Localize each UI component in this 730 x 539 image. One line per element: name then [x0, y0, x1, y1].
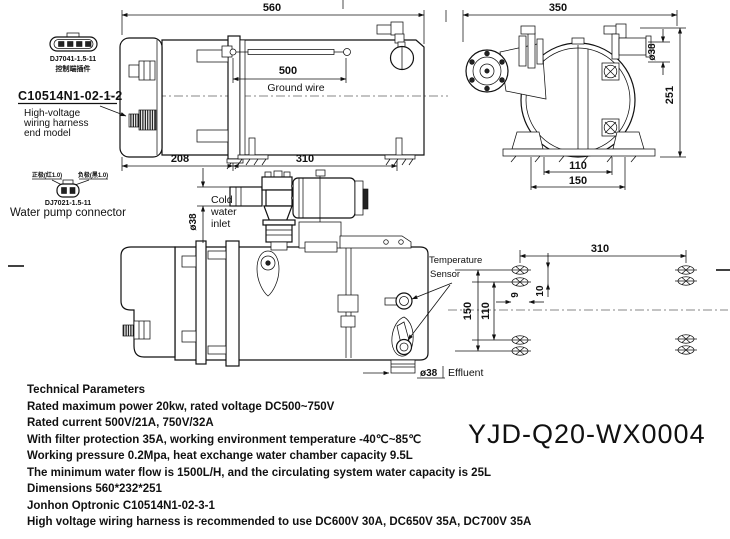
- control-connector-icon: [49, 32, 98, 52]
- pump-connector-part-no: DJ7021-1.5-11: [45, 200, 91, 207]
- connector-annotations: DJ7041-1.5-11 控制端插件 C10514N1-02-1-2 High…: [10, 32, 127, 219]
- dim-251: 251: [664, 86, 676, 104]
- tech-param-line: Rated current 500V/21A, 750V/32A: [27, 417, 214, 429]
- dim-effluent-dia: ø38: [420, 368, 438, 379]
- pump-connector-label: Water pump connector: [10, 207, 126, 219]
- pump-pin-right-label: 负极(黑1.0): [78, 171, 108, 179]
- cold-water-inlet-label-1: Cold: [211, 194, 233, 206]
- tech-param-line: Rated maximum power 20kw, rated voltage …: [27, 400, 335, 413]
- dim-port-dia: ø38: [647, 43, 658, 61]
- dim-500: 500: [279, 65, 297, 77]
- ground-wire-label: Ground wire: [267, 82, 324, 94]
- dim-110-base: 110: [569, 160, 587, 172]
- tech-param-line: Dimensions 560*232*251: [27, 483, 162, 495]
- tech-param-line: Jonhon Optronic C10514N1-02-3-1: [27, 499, 215, 512]
- cold-water-inlet-label-2: water: [210, 206, 237, 218]
- dim-9: 9: [510, 292, 521, 298]
- pump-pin-left-label: 正极(红1.0): [32, 171, 62, 179]
- dim-350: 350: [549, 2, 567, 14]
- dim-110-holes: 110: [480, 302, 492, 320]
- mounting-hole-pattern: 310 150 110 9 10: [8, 243, 730, 356]
- plan-view: Temperature Sensor ø38 Effluent ø38 Cold…: [120, 168, 483, 379]
- effluent-label: Effluent: [448, 367, 483, 379]
- tech-param-line: With filter protection 35A, working envi…: [27, 433, 422, 446]
- tech-param-line: The minimum water flow is 1500L/H, and t…: [27, 466, 491, 479]
- temperature-sensor-label-1: Temperature: [429, 255, 482, 266]
- dim-inlet-dia: ø38: [188, 213, 199, 231]
- side-view: 560 500 Ground wire 208 310: [106, 0, 448, 171]
- control-connector-part-no: DJ7041-1.5-11: [50, 56, 96, 63]
- technical-parameters-block: Technical Parameters Rated maximum power…: [27, 382, 531, 531]
- dim-10: 10: [535, 285, 546, 297]
- pump-connector-icon: [56, 179, 80, 198]
- temperature-sensor-label-2: Sensor: [430, 269, 460, 280]
- dim-560: 560: [263, 2, 281, 14]
- tech-param-line: Working pressure 0.2Mpa, heat exchange w…: [27, 450, 413, 462]
- model-code: YJD-Q20-WX0004: [468, 419, 706, 449]
- dim-150-base: 150: [569, 175, 587, 187]
- hv-harness-label-3: end model: [24, 128, 71, 139]
- dim-208: 208: [171, 153, 189, 165]
- hv-harness-label-1: High-voltage: [24, 108, 81, 119]
- tech-param-line: High voltage wiring harness is recommend…: [27, 516, 532, 528]
- dim-150-holes: 150: [462, 302, 474, 320]
- end-view: 350 ø38 251 110 150: [445, 2, 686, 190]
- control-connector-cn-label: 控制端插件: [56, 64, 91, 73]
- dim-310-holes: 310: [591, 243, 609, 255]
- hv-harness-label-2: wiring harness: [23, 118, 88, 129]
- dim-310-side: 310: [296, 153, 314, 165]
- tech-params-heading: Technical Parameters: [27, 384, 146, 396]
- cold-water-inlet-label-3: inlet: [211, 218, 230, 230]
- hv-harness-part-no: C10514N1-02-1-2: [18, 89, 123, 103]
